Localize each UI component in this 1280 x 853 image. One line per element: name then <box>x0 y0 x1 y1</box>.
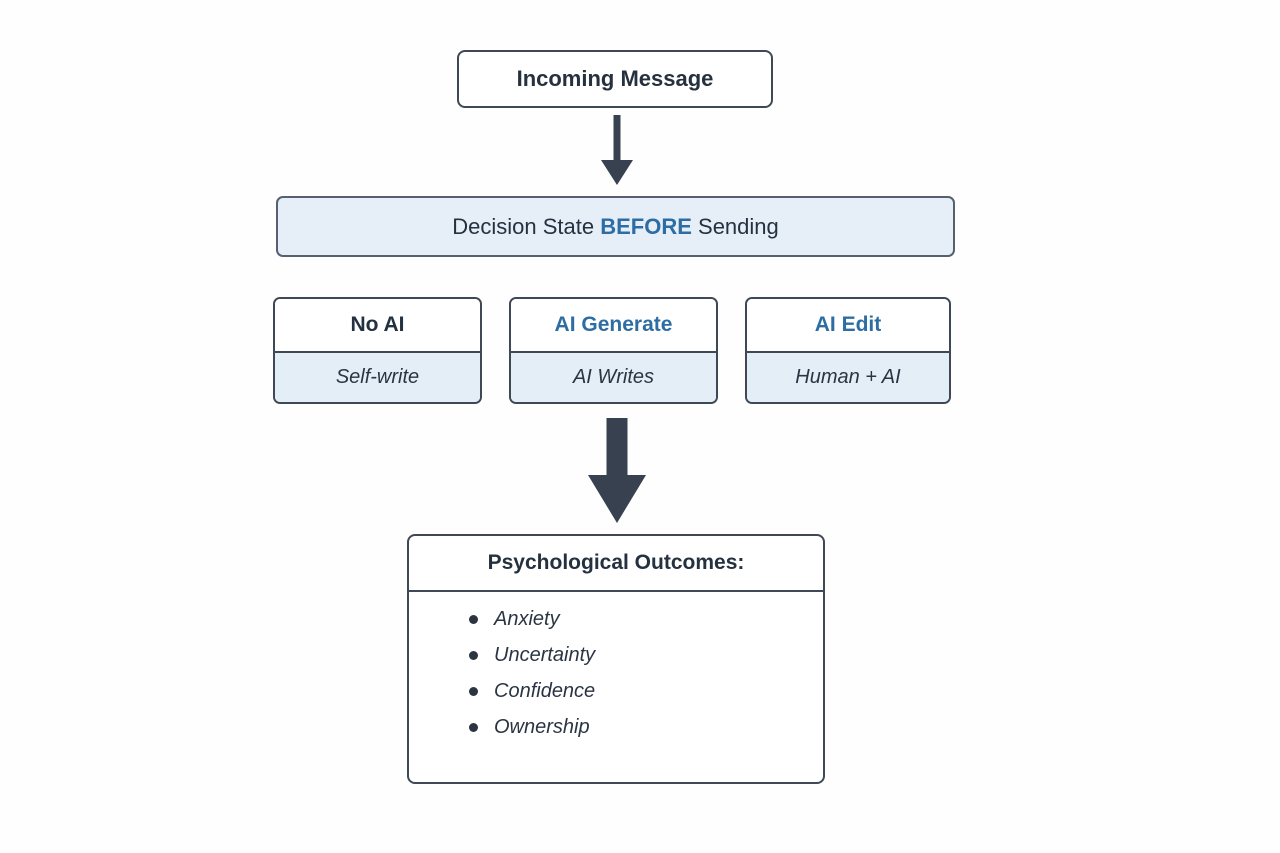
list-item: Confidence <box>469 680 823 703</box>
outcome-anxiety-label: Anxiety <box>494 608 560 630</box>
decision-highlight-label: BEFORE <box>600 213 692 239</box>
outcomes-title: Psychological Outcomes: <box>409 536 823 592</box>
option-no-ai-subtitle: Self-write <box>275 353 480 402</box>
outcome-confidence-label: Confidence <box>494 680 596 702</box>
bullet-icon <box>469 723 478 732</box>
option-box-no-ai: No AI Self-write <box>273 297 482 404</box>
down-arrow-icon <box>601 115 633 185</box>
option-ai-generate-title-label: AI Generate <box>554 313 673 336</box>
option-no-ai-title-label: No AI <box>350 313 405 336</box>
down-arrow-thick-icon <box>588 418 646 523</box>
list-item: Ownership <box>469 716 823 739</box>
option-box-ai-generate: AI Generate AI Writes <box>509 297 718 404</box>
option-no-ai-title: No AI <box>275 299 480 353</box>
decision-suffix-label: Sending <box>691 213 779 239</box>
outcomes-box: Psychological Outcomes: Anxiety Uncertai… <box>407 534 825 784</box>
decision-state-box: Decision State BEFORE Sending <box>276 196 955 257</box>
outcomes-title-label: Psychological Outcomes: <box>487 551 745 574</box>
decision-prefix-label: Decision State <box>452 213 601 239</box>
option-box-ai-edit: AI Edit Human + AI <box>745 297 951 404</box>
list-item: Uncertainty <box>469 644 823 667</box>
option-ai-generate-subtitle: AI Writes <box>511 353 716 402</box>
bullet-icon <box>469 651 478 660</box>
option-ai-edit-subtitle-label: Human + AI <box>795 366 901 388</box>
option-ai-edit-title: AI Edit <box>747 299 949 353</box>
outcome-uncertainty-label: Uncertainty <box>494 644 596 666</box>
bullet-icon <box>469 687 478 696</box>
option-ai-edit-title-label: AI Edit <box>814 313 882 336</box>
option-ai-edit-subtitle: Human + AI <box>747 353 949 402</box>
outcome-ownership-label: Ownership <box>494 716 590 738</box>
option-ai-generate-title: AI Generate <box>511 299 716 353</box>
incoming-message-box: Incoming Message <box>457 50 773 108</box>
option-ai-generate-subtitle-label: AI Writes <box>572 366 655 388</box>
incoming-message-label: Incoming Message <box>516 66 714 91</box>
option-no-ai-subtitle-label: Self-write <box>335 366 420 388</box>
bullet-icon <box>469 615 478 624</box>
list-item: Anxiety <box>469 608 823 631</box>
outcomes-list: Anxiety Uncertainty Confidence Ownership <box>409 592 823 782</box>
